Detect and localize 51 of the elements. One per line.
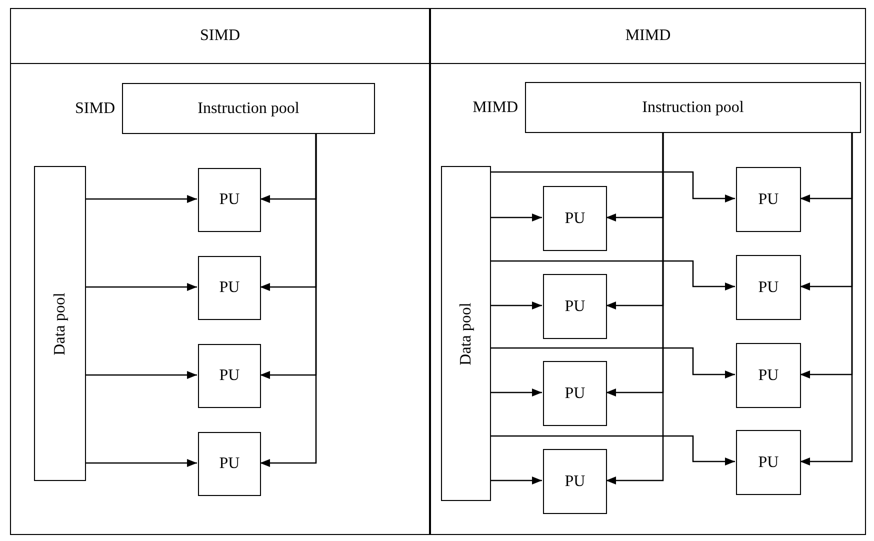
- arrow: [85, 459, 197, 467]
- arrow: [490, 171, 735, 202]
- unit-label: PU: [219, 190, 240, 210]
- data-pool-box: [441, 166, 491, 501]
- arrow: [85, 371, 197, 379]
- unit-label: PU: [758, 278, 779, 298]
- pool-label: Data pool: [456, 302, 475, 365]
- unit-label: PU: [758, 452, 779, 472]
- arrow: [490, 388, 542, 396]
- arrow: [490, 347, 735, 378]
- data-pool-box: [34, 166, 86, 481]
- section-panel: [430, 8, 866, 535]
- arrow: [85, 283, 197, 291]
- unit-label: PU: [564, 472, 586, 492]
- arrow: [260, 133, 317, 467]
- unit-label: PU: [758, 366, 779, 386]
- arrow: [606, 132, 664, 484]
- unit-label: PU: [564, 296, 586, 316]
- section-panel: [10, 8, 430, 535]
- processing-unit-box: [198, 432, 261, 496]
- section-heading: MIMD: [625, 26, 671, 46]
- pool-label: Instruction pool: [198, 98, 300, 118]
- arrow: [490, 476, 542, 484]
- arrow: [490, 302, 542, 310]
- processing-unit-box: [543, 186, 607, 251]
- processing-unit-box: [543, 274, 607, 339]
- processing-unit-box: [736, 167, 801, 232]
- unit-label: PU: [564, 208, 586, 228]
- arrow: [85, 195, 197, 203]
- arrow: [490, 260, 735, 290]
- unit-label: PU: [219, 366, 240, 386]
- unit-label: PU: [758, 190, 779, 210]
- processing-unit-box: [543, 449, 607, 514]
- processing-unit-box: [198, 344, 261, 408]
- processing-unit-box: [198, 168, 261, 232]
- pool-label: Data pool: [50, 292, 69, 355]
- side-label: MIMD: [472, 98, 518, 118]
- processing-unit-box: [736, 430, 801, 495]
- processing-unit-box: [736, 255, 801, 320]
- unit-label: PU: [564, 384, 586, 404]
- unit-label: PU: [219, 454, 240, 474]
- side-label: SIMD: [74, 98, 115, 118]
- section-heading: SIMD: [200, 26, 240, 46]
- processing-unit-box: [736, 343, 801, 408]
- arrow: [490, 435, 735, 466]
- unit-label: PU: [219, 278, 240, 298]
- processing-unit-box: [543, 361, 607, 426]
- processing-unit-box: [198, 256, 261, 320]
- pool-label: Instruction pool: [642, 98, 744, 118]
- arrow: [800, 132, 853, 466]
- arrow: [490, 214, 542, 222]
